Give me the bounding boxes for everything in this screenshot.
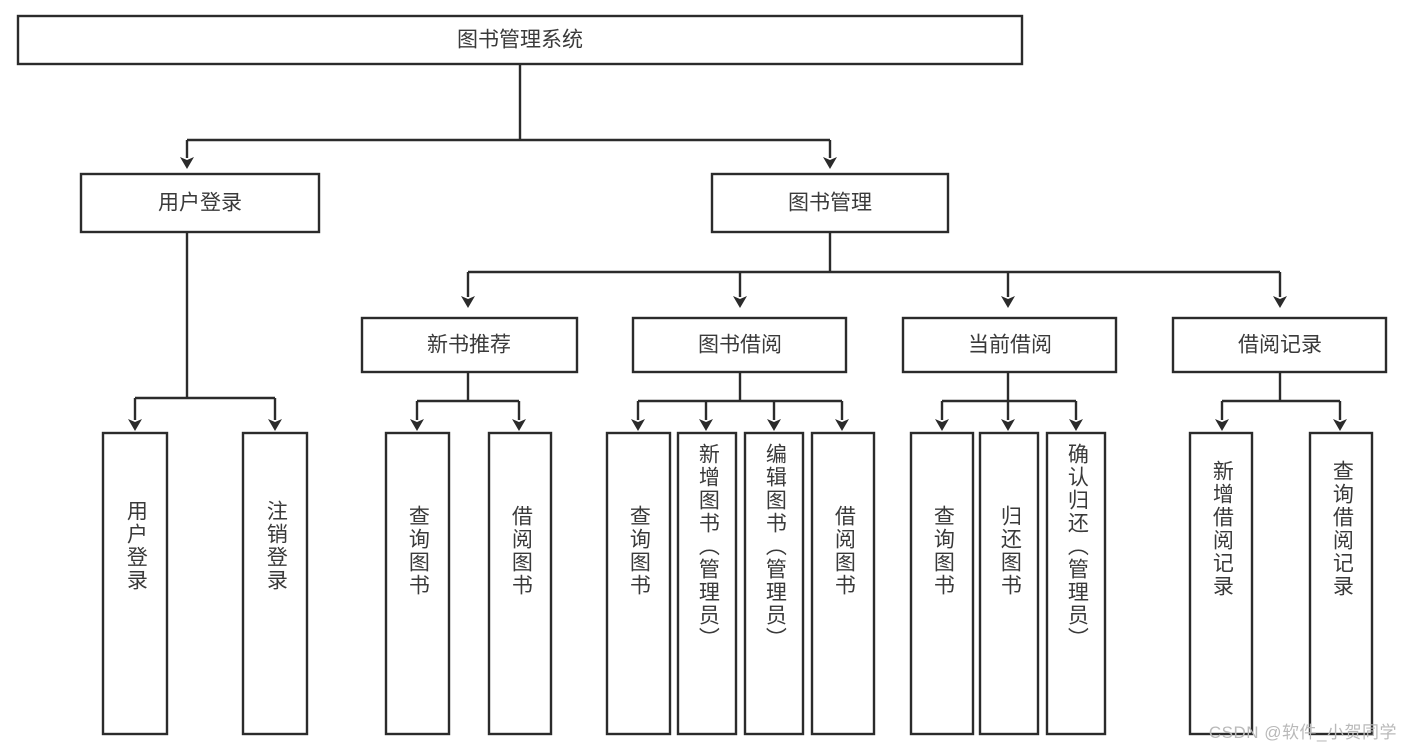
node-current-borrow[interactable]: 当前借阅 xyxy=(901,316,1118,374)
node-leaf-query-book-current[interactable] xyxy=(909,431,975,736)
node-new-book-recommend[interactable]: 新书推荐 xyxy=(360,316,579,374)
node-root-system-label: 图书管理系统 xyxy=(457,29,583,52)
connector-book-borrow-to-leaves xyxy=(631,372,849,431)
node-leaf-return-book[interactable] xyxy=(978,431,1040,736)
node-leaf-edit-book-admin[interactable] xyxy=(743,431,805,736)
connector-borrow-record-to-leaves xyxy=(1215,372,1347,431)
node-leaf-logout-login[interactable] xyxy=(241,431,309,736)
node-book-borrow[interactable]: 图书借阅 xyxy=(631,316,848,374)
node-leaf-borrow-book-newbook[interactable] xyxy=(487,431,553,736)
node-book-manage[interactable]: 图书管理 xyxy=(710,172,950,234)
node-user-login-label: 用户登录 xyxy=(158,192,242,215)
node-leaf-add-book-admin[interactable] xyxy=(676,431,738,736)
node-leaf-query-book-borrow[interactable] xyxy=(605,431,672,736)
node-book-manage-label: 图书管理 xyxy=(788,192,872,215)
csdn-watermark: CSDN @软件_小贺同学 xyxy=(1208,723,1397,742)
node-leaf-add-borrow-record[interactable] xyxy=(1188,431,1254,736)
connector-current-borrow-to-leaves xyxy=(935,372,1083,431)
connector-new-book-to-leaves xyxy=(410,372,526,431)
node-new-book-recommend-label: 新书推荐 xyxy=(427,334,511,357)
node-current-borrow-label: 当前借阅 xyxy=(968,334,1052,357)
node-leaf-user-login[interactable] xyxy=(101,431,169,736)
node-borrow-record[interactable]: 借阅记录 xyxy=(1171,316,1388,374)
node-leaf-borrow-book-borrow[interactable] xyxy=(810,431,876,736)
node-book-borrow-label: 图书借阅 xyxy=(698,334,782,357)
connector-root-to-level2 xyxy=(180,65,837,169)
node-borrow-record-label: 借阅记录 xyxy=(1238,334,1322,357)
node-leaf-query-borrow-record[interactable] xyxy=(1308,431,1374,736)
node-leaf-confirm-return-admin[interactable] xyxy=(1045,431,1107,736)
node-root-system[interactable]: 图书管理系统 xyxy=(16,14,1024,66)
connector-book-manage-to-level3 xyxy=(461,232,1287,308)
node-leaf-query-book-newbook[interactable] xyxy=(384,431,451,736)
node-user-login[interactable]: 用户登录 xyxy=(79,172,321,234)
connector-user-login-to-leaves xyxy=(128,232,282,431)
